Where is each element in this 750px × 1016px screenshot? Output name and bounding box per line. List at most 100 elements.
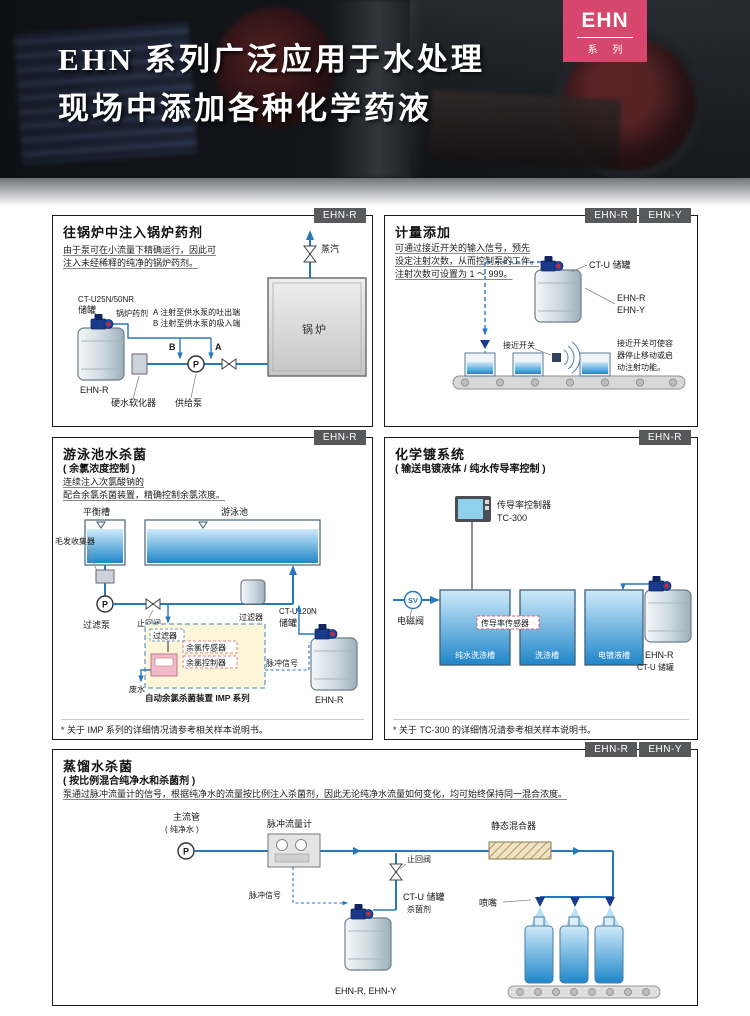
- footnote: * 关于 IMP 系列的详细情况请参考相关样本说明书。: [61, 719, 364, 736]
- feed-pump-label: 供给泵: [175, 397, 202, 408]
- pulse-signal-line: [265, 642, 310, 671]
- injection-pipe: [296, 604, 315, 635]
- injector-nozzle-icon: [480, 340, 490, 349]
- softener-leader: [132, 375, 140, 400]
- conveyor: [452, 375, 686, 390]
- steam-valve-icon: [303, 245, 317, 263]
- valve-icon: [221, 358, 237, 370]
- desc-line: 注射次数可设置为 1 ～ 999。: [395, 269, 513, 280]
- tag-ehn-r: EHN-R: [313, 430, 366, 445]
- metering-pump-icon: [540, 255, 564, 272]
- pool-diagram: 平衡槽 游泳池 毛发收集器 P 过滤泵 止回阀 过滤器: [55, 506, 358, 705]
- panel-swimming-pool: 平衡槽 游泳池 毛发收集器 P 过滤泵 止回阀 过滤器: [52, 430, 373, 740]
- page-title: EHN 系列广泛应用于水处理 现场中添加各种化学药液: [58, 36, 485, 134]
- footnote: * 关于 TC-300 的详细情况请参考相关样本说明书。: [393, 719, 689, 736]
- tag-ehn-r: EHN-R: [638, 430, 691, 445]
- check-valve-leader: [148, 609, 154, 619]
- check-valve-leader: [399, 863, 407, 870]
- feed-pump-leader: [190, 373, 197, 399]
- badge-divider: [577, 37, 633, 38]
- container: [512, 352, 544, 377]
- note-b: B 注射至供水泵的吸入端: [153, 318, 241, 328]
- desc-line: 泵通过脉冲流量计的信号，根据纯净水的流量按比例注入杀菌剂，因此无论纯净水流量如何…: [63, 789, 568, 799]
- boiler-diagram: 锅炉 蒸汽 P B A CT-U25N/50NR 储罐: [77, 230, 367, 408]
- desc-line: 可通过接近开关的输入信号，预先: [395, 243, 531, 253]
- feed-pump-p: P: [193, 360, 199, 370]
- panel-title: 化学镀系统: [395, 447, 466, 462]
- sv-label: SV: [408, 596, 418, 605]
- chemical-tank-icon: [310, 637, 358, 691]
- metering-pump-icon: [90, 313, 114, 330]
- desc-line: 配合余氯杀菌装置，精确控制余氯浓度。: [63, 490, 226, 501]
- panel-chemical-plating: 传导率控制器 TC-300 纯水洗涤槽 洗涤槽 电镀液槽 SV 电磁阀 传导率传…: [384, 430, 698, 740]
- static-mixer-label: 静态混合器: [491, 820, 536, 831]
- tank-leader: [570, 264, 588, 273]
- desc-line: 连续注入次氯酸钠的: [63, 477, 145, 487]
- imp-filter-box: [149, 628, 185, 642]
- tag-ehn-r: EHN-R: [585, 742, 638, 757]
- bottle: [524, 916, 554, 984]
- panel-description: 连续注入次氯酸钠的 配合余氯杀菌装置，精确控制余氯浓度。: [63, 476, 225, 502]
- static-mixer-icon: [488, 841, 552, 860]
- boiler-vessel: [267, 277, 367, 377]
- panel-description: 泵通过脉冲流量计的信号，根据纯净水的流量按比例注入杀菌剂，因此无论纯净水流量如何…: [63, 788, 683, 801]
- cl-controller-label: 余氯控制器: [186, 658, 226, 668]
- injection-pipe: [113, 323, 211, 339]
- solenoid-valve-icon: [403, 590, 423, 610]
- model-r-label: EHN-R: [617, 293, 646, 303]
- signal-waves-icon: [563, 341, 581, 374]
- chemical-tank-icon: [644, 589, 692, 643]
- bottle: [594, 916, 624, 984]
- cl-sensor-box: [182, 640, 238, 654]
- hair-catcher-icon: [95, 569, 115, 584]
- panel-description: 可通过接近开关的输入信号，预先 设定注射次数，从而控制泵的工作。 注射次数可设置…: [395, 242, 539, 281]
- main-pipe-label: 主流管: [173, 811, 200, 822]
- flow-arrow: [573, 847, 581, 855]
- note-line: 动注射功能。: [617, 362, 665, 372]
- panel-title: 游泳池水杀菌: [63, 447, 148, 462]
- desc-line: 由于泵可在小流量下精确运行，因此可: [63, 245, 217, 255]
- model-tags: EHN-R EHN-Y: [585, 208, 691, 223]
- waste-label: 废水: [129, 684, 145, 694]
- solenoid-leader: [409, 608, 413, 617]
- metering-pump-icon: [350, 903, 374, 920]
- badge-series: 系 列: [587, 45, 629, 56]
- panel-metered-dosing: CT-U 储罐 EHN-R EHN-Y 接近开关 接近开关可使容 器停止移动或启…: [384, 208, 698, 427]
- imp-caption: 自动余氯杀菌装置 IMP 系列: [145, 693, 250, 703]
- model-leader: [584, 287, 616, 305]
- container: [579, 352, 611, 377]
- steam-label: 蒸汽: [321, 243, 339, 254]
- sensor-label-box: [476, 615, 540, 630]
- tank-name-label: CT-U 储罐: [403, 891, 445, 902]
- panel-subtitle: ( 输送电镀液体 / 纯水传导率控制 ): [395, 464, 546, 475]
- water-softener-icon: [131, 353, 148, 375]
- solenoid-label: 电磁阀: [397, 615, 424, 626]
- model-tags: EHN-R: [638, 430, 691, 445]
- tank-model-label: CT-U25N/50NR: [78, 295, 134, 304]
- pulse-signal-label: 脉冲信号: [266, 658, 298, 668]
- chemical-label: 杀菌剂: [407, 904, 431, 914]
- tag-ehn-y: EHN-Y: [639, 208, 691, 223]
- header-fade: [0, 178, 750, 206]
- pump-models-label: EHN-R, EHN-Y: [335, 986, 397, 996]
- hair-catcher-leader: [86, 546, 98, 572]
- filter-pump-label: 过滤泵: [83, 619, 110, 630]
- chemical-tank-icon: [344, 917, 392, 971]
- check-valve-icon: [145, 598, 161, 610]
- panel-distilled-water: 主流管 ( 纯净水 ) P 脉冲流量计 静态混合器: [52, 742, 698, 1006]
- note-line: 器停止移动或启: [617, 350, 673, 360]
- prox-leader: [534, 348, 552, 356]
- sensor-label: 传导率传感器: [481, 618, 529, 628]
- injection-pipe: [620, 583, 649, 591]
- conveyor: [507, 985, 661, 999]
- balance-tank: [84, 519, 126, 566]
- metering-pump-icon: [648, 575, 672, 592]
- hair-catcher-label: 毛发收集器: [55, 536, 95, 546]
- desc-line: 注入未经稀释的纯净的锅炉药剂。: [63, 258, 199, 269]
- chemical-label: 锅炉药剂: [116, 308, 148, 318]
- tank-name-label: 储罐: [279, 617, 297, 628]
- controller-name-label: 传导率控制器: [497, 499, 551, 510]
- filter-icon: [240, 579, 266, 605]
- tank-name-label: CT-U 储罐: [637, 662, 674, 672]
